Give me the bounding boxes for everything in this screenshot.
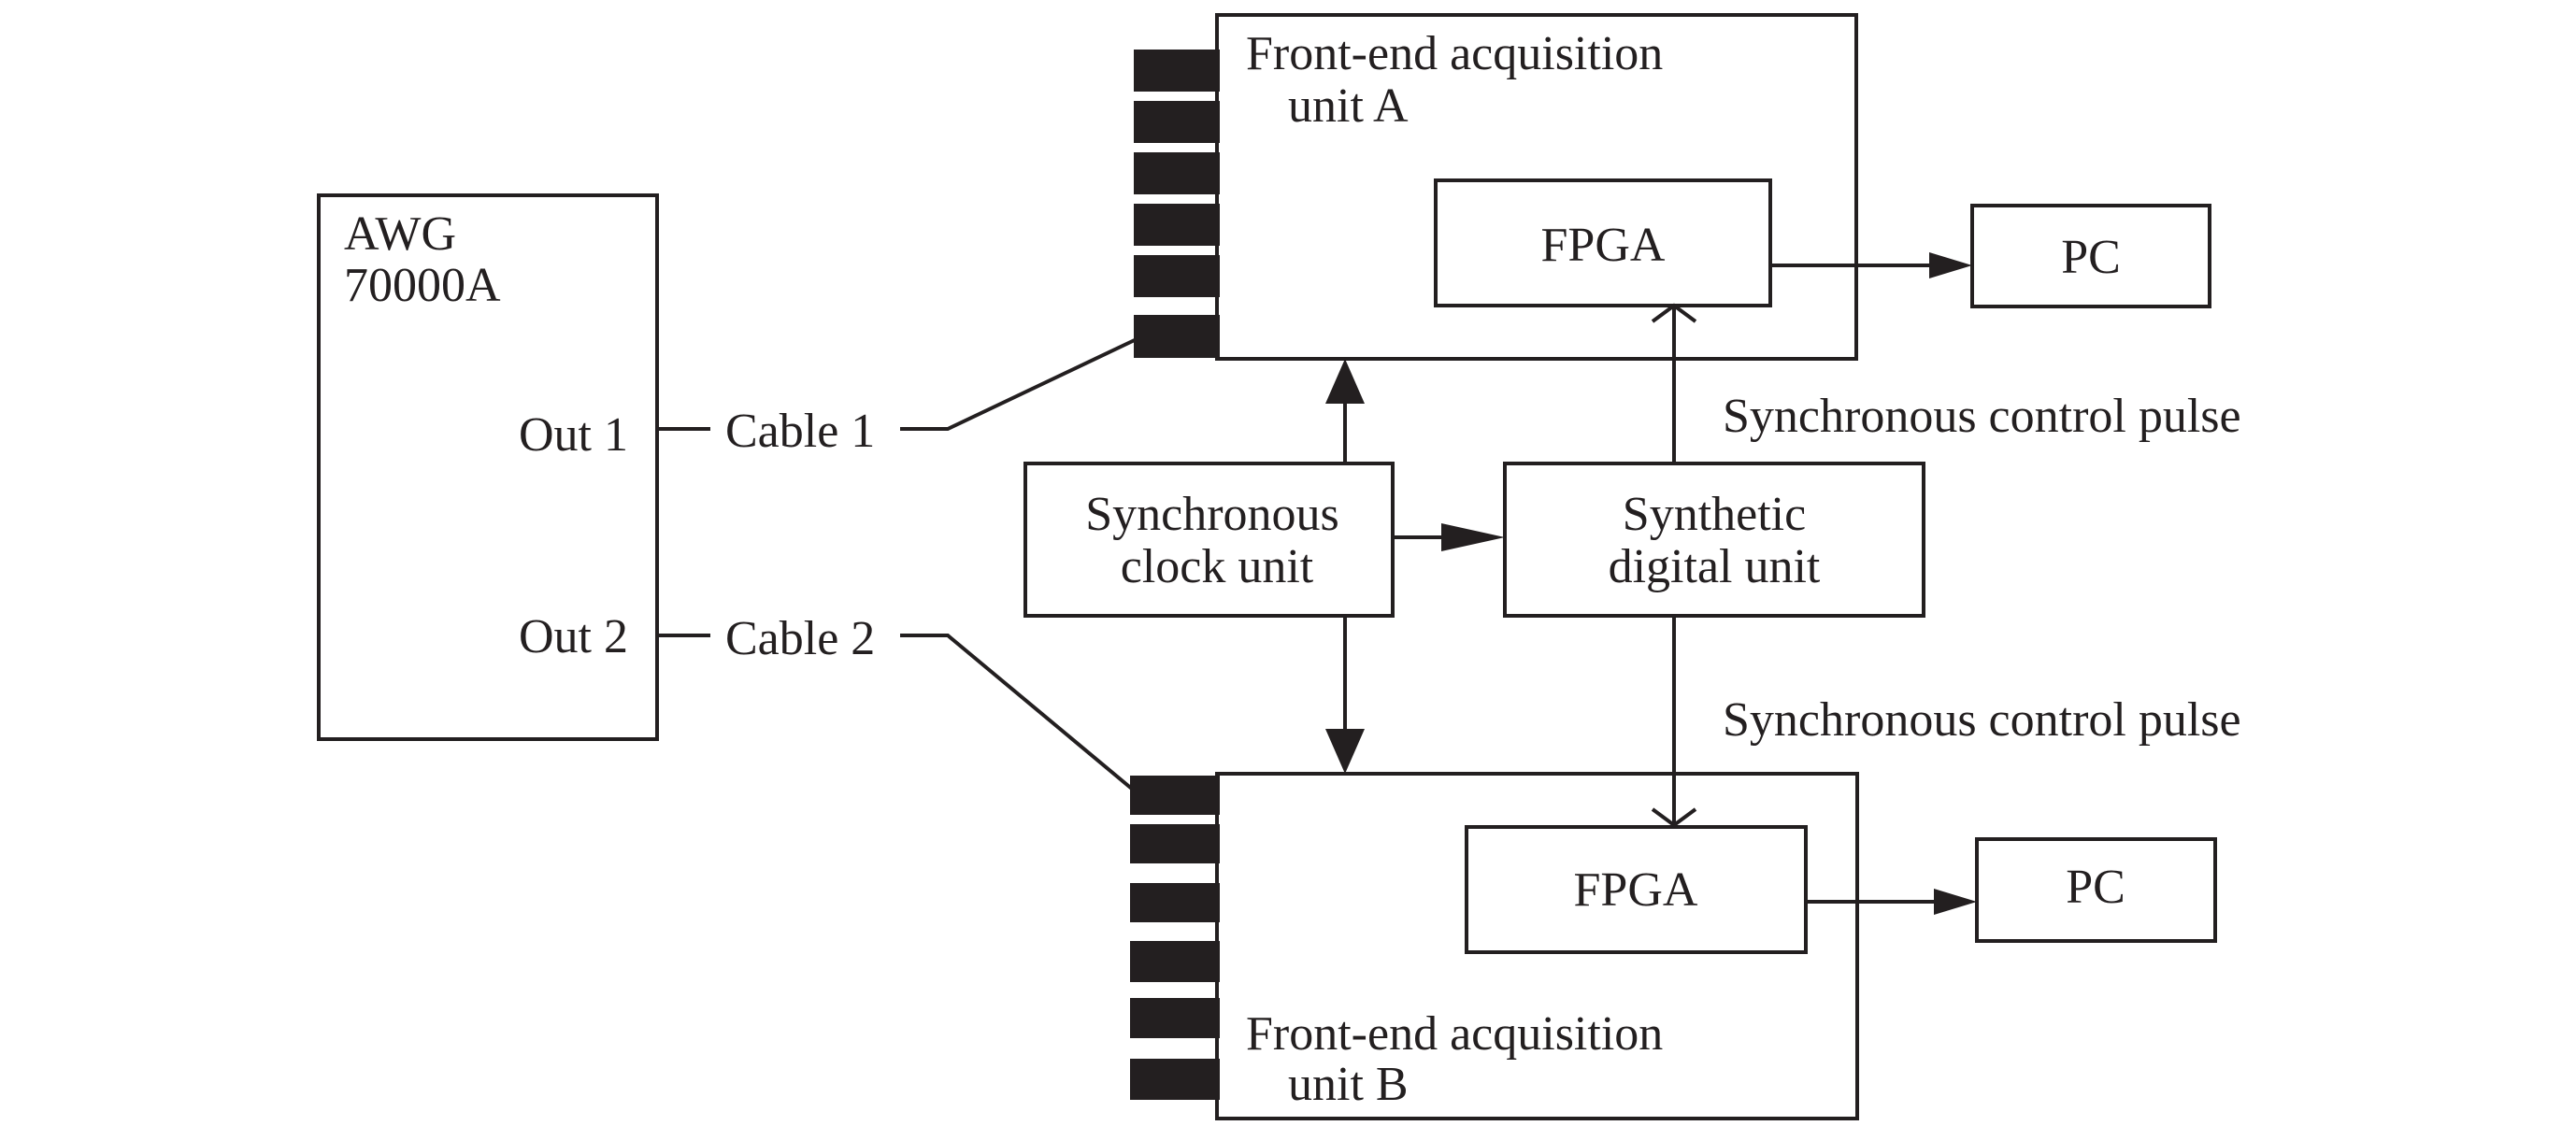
unit-a-fpga-box: [1434, 178, 1772, 307]
pc-a-block: PC: [1970, 204, 2211, 308]
unit-b-pin: [1130, 998, 1220, 1038]
sync-clock-block: Synchronous clock unit: [1023, 462, 1395, 618]
cable-2-wire: [900, 634, 1135, 791]
unit-a-fpga-label: FPGA: [1541, 219, 1666, 272]
clock-to-unit-a-arrow: [1325, 359, 1365, 463]
unit-b-pin: [1130, 941, 1220, 982]
unit-a-pin: [1134, 204, 1220, 246]
pc-b-block: PC: [1975, 837, 2217, 943]
awg-out2-label: Out 2: [519, 610, 628, 663]
unit-b-fpga-label: FPGA: [1574, 863, 1698, 917]
awg-out1-label: Out 1: [519, 408, 628, 462]
synthetic-to-fpga-b-arrow: [1651, 616, 1697, 828]
clock-to-unit-b-arrow: [1325, 616, 1365, 774]
unit-b-block: Front-end acquisition unit B FPGA: [1130, 772, 1859, 1120]
sync-pulse-label-upper: Synchronous control pulse: [1723, 390, 2241, 443]
unit-a-pin: [1134, 101, 1220, 143]
fpga-a-to-pc-a-arrow: [1770, 252, 1972, 278]
cable-2-label: Cable 2: [725, 612, 875, 665]
unit-a-title-line1: Front-end acquisition: [1246, 27, 1663, 80]
cable-1-label: Cable 1: [725, 405, 875, 458]
synthetic-label-line2: digital unit: [1609, 540, 1821, 593]
awg-title-line2: 70000A: [344, 259, 501, 312]
unit-a-pin: [1134, 315, 1220, 358]
unit-b-pin: [1130, 824, 1220, 863]
sync-clock-label-line1: Synchronous: [1085, 488, 1339, 541]
unit-b-pin: [1130, 1059, 1220, 1100]
fpga-b-to-pc-b-arrow: [1806, 889, 1977, 915]
pc-b-label: PC: [2066, 861, 2125, 914]
cable-2: Cable 2: [657, 612, 1135, 791]
unit-b-connector-pins: [1130, 776, 1220, 1100]
unit-b-title-line2: unit B: [1288, 1058, 1409, 1111]
cable-1-wire: [900, 336, 1139, 431]
unit-a-title-line2: unit A: [1288, 79, 1409, 133]
synthetic-digital-block: Synthetic digital unit: [1503, 462, 1925, 618]
sync-pulse-label-lower: Synchronous control pulse: [1723, 693, 2241, 747]
pc-a-label: PC: [2061, 231, 2121, 284]
synthetic-label-line1: Synthetic: [1623, 488, 1806, 541]
clock-to-synthetic-arrow: [1393, 523, 1505, 551]
unit-b-fpga-box: [1465, 825, 1808, 954]
awg-block: AWG 70000A Out 1 Out 2: [317, 193, 659, 741]
synthetic-to-fpga-a-arrow: [1651, 303, 1697, 463]
cable-1: Cable 1: [657, 336, 1139, 458]
sync-clock-label-line2: clock unit: [1121, 540, 1314, 593]
unit-a-pin: [1134, 50, 1220, 92]
unit-b-pin: [1130, 883, 1220, 922]
unit-b-title-line1: Front-end acquisition: [1246, 1007, 1663, 1061]
unit-a-pin: [1134, 152, 1220, 194]
unit-b-pin: [1130, 776, 1220, 815]
unit-a-block: Front-end acquisition unit A FPGA: [1134, 13, 1858, 361]
unit-a-connector-pins: [1134, 50, 1220, 358]
awg-title-line1: AWG: [344, 207, 456, 261]
unit-a-pin: [1134, 255, 1220, 297]
